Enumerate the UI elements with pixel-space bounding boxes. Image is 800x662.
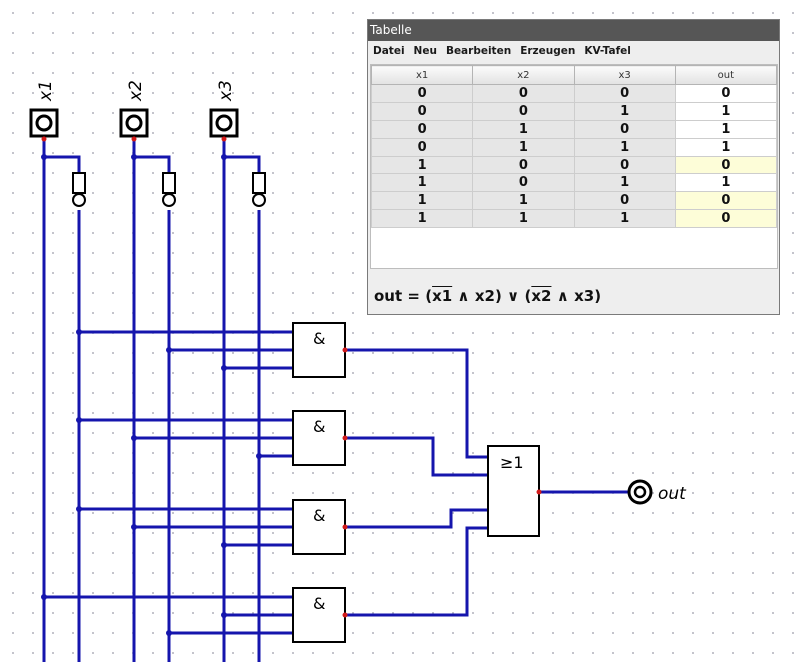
input-value-cell: 1 (472, 209, 575, 229)
input-value-cell: 0 (370, 84, 474, 103)
menu-erzeugen[interactable]: Erzeugen (520, 45, 576, 57)
wire-junctions (41, 154, 262, 636)
and-gate-3[interactable]: & (292, 499, 348, 555)
window-menubar: Datei Neu Bearbeiten Erzeugen KV-Tafel (368, 41, 779, 61)
input-value-cell: 0 (370, 137, 474, 157)
formula-lhs: out (374, 287, 403, 305)
input-value-cell: 0 (472, 84, 575, 103)
input-value-cell: 0 (472, 101, 575, 121)
formula-var-x3: x3) (574, 287, 602, 305)
input-value-cell: 0 (573, 155, 676, 175)
input-value-cell: 0 (472, 155, 575, 175)
input-value-cell: 1 (573, 173, 676, 193)
formula-var-x2-negated: x2 (531, 287, 552, 305)
input-switch-x1[interactable] (29, 108, 59, 142)
formula-and-1: ∧ (457, 287, 470, 305)
column-header-x3[interactable]: x3 (573, 65, 676, 85)
output-label: out (658, 484, 687, 504)
formula-var-x1-negated: x1 (432, 287, 453, 305)
output-indicator[interactable] (627, 479, 653, 505)
input-switch-x3[interactable] (209, 108, 239, 142)
column-header-x2[interactable]: x2 (472, 65, 575, 85)
formula-var-x2: x2) (474, 287, 502, 305)
boolean-formula: out = (x1 ∧ x2) ∨ (x2 ∧ x3) (374, 287, 601, 305)
and-gate-1[interactable]: & (292, 322, 348, 378)
input-value-cell: 1 (573, 137, 676, 157)
input-value-cell: 1 (573, 209, 676, 229)
or-gate-symbol: ≥1 (500, 453, 524, 472)
input-value-cell: 1 (472, 119, 575, 139)
window-title: Tabelle (370, 23, 412, 37)
formula-eq: = (407, 287, 420, 305)
input-value-cell: 0 (573, 191, 676, 211)
truth-table-window[interactable]: Tabelle Datei Neu Bearbeiten Erzeugen KV… (367, 19, 780, 315)
output-value-cell[interactable]: 1 (674, 101, 778, 121)
input-label-x3: x3 (216, 80, 236, 102)
output-value-cell[interactable]: 1 (674, 173, 778, 193)
input-value-cell: 1 (573, 101, 676, 121)
formula-and-2: ∧ (556, 287, 569, 305)
output-value-cell[interactable]: 0 (674, 209, 778, 229)
formula-open-2: ( (524, 287, 532, 305)
input-label-x2: x2 (126, 80, 146, 102)
output-value-cell[interactable]: 0 (674, 191, 778, 211)
wires (42, 140, 630, 662)
input-value-cell: 1 (472, 137, 575, 157)
input-value-cell: 1 (472, 191, 575, 211)
and-gate-4[interactable]: & (292, 587, 348, 643)
window-titlebar[interactable]: Tabelle (368, 20, 779, 41)
input-value-cell: 1 (370, 173, 474, 193)
input-value-cell: 0 (370, 119, 474, 139)
menu-kv-tafel[interactable]: KV-Tafel (584, 45, 631, 57)
and-gate-2-symbol: & (313, 417, 325, 436)
input-value-cell: 0 (370, 101, 474, 121)
and-gate-2[interactable]: & (292, 410, 348, 466)
menu-datei[interactable]: Datei (373, 45, 405, 57)
input-value-cell: 0 (472, 173, 575, 193)
input-value-cell: 1 (370, 209, 474, 229)
input-label-x1: x1 (36, 80, 56, 102)
input-value-cell: 1 (370, 155, 474, 175)
output-value-cell[interactable]: 0 (674, 84, 778, 103)
input-value-cell: 1 (370, 191, 474, 211)
input-value-cell: 0 (573, 119, 676, 139)
column-header-out[interactable]: out (674, 65, 778, 85)
or-gate[interactable]: ≥1 (487, 445, 542, 537)
column-header-x1[interactable]: x1 (370, 65, 474, 85)
and-gate-3-symbol: & (313, 506, 325, 525)
output-value-cell[interactable]: 0 (674, 155, 778, 175)
not-gate-x2[interactable] (162, 172, 176, 207)
menu-bearbeiten[interactable]: Bearbeiten (445, 45, 512, 57)
formula-open-1: ( (425, 287, 433, 305)
output-value-cell[interactable]: 1 (674, 137, 778, 157)
output-value-cell[interactable]: 1 (674, 119, 778, 139)
input-switch-x2[interactable] (119, 108, 149, 142)
and-gate-4-symbol: & (313, 594, 325, 613)
not-gate-x1[interactable] (72, 172, 86, 207)
input-value-cell: 0 (573, 84, 676, 103)
formula-or: ∨ (507, 287, 520, 305)
not-gate-x3[interactable] (252, 172, 266, 207)
and-gate-1-symbol: & (313, 329, 325, 348)
menu-neu[interactable]: Neu (413, 45, 437, 57)
